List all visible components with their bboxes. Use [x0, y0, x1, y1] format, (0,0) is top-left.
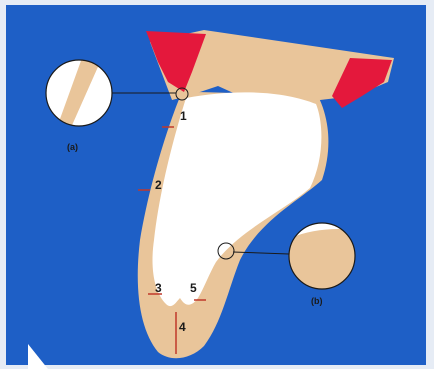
label-2: 2 [155, 178, 162, 192]
label-3: 3 [155, 281, 162, 295]
label-4: 4 [179, 320, 186, 334]
inset-a-caption: (a) [67, 142, 78, 152]
label-1: 1 [180, 109, 187, 123]
inset-b-caption: (b) [311, 296, 323, 306]
label-5: 5 [190, 281, 197, 295]
